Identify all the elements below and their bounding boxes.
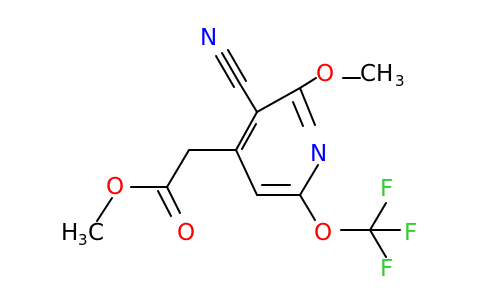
- ring-n-label: N: [310, 141, 327, 167]
- bond-c3-c4-outer: [235, 111, 258, 151]
- bond-o-ester-ch3: [96, 197, 113, 222]
- f-bottom-label: F: [380, 256, 393, 282]
- ester-o-single-label: O: [106, 174, 124, 200]
- bond-carbonyl-o-double-1: [166, 186, 181, 214]
- methoxy-ch3-label: CH: [360, 61, 393, 87]
- ester-ch3-c-label: C: [88, 220, 104, 246]
- bond-cn-triple-2: [215, 55, 235, 88]
- f-right-label: F: [404, 220, 417, 246]
- ocf3-o-label: O: [314, 220, 332, 246]
- trifluoromethoxy-group: O F F F: [299, 176, 417, 282]
- methoxy-group: O CH 3: [299, 61, 405, 90]
- bond-carbonyl-o-double-2: [157, 190, 172, 217]
- bond-c5-c4: [235, 149, 258, 196]
- bond-n1-c6: [299, 164, 319, 196]
- bond-c2-n1-outer: [299, 87, 316, 126]
- bond-cn-triple-1: [221, 52, 241, 85]
- nitrile-group: N: [200, 25, 258, 113]
- bond-c3-cn: [239, 83, 258, 113]
- bond-ch2-carbonyl: [166, 149, 190, 188]
- ester-ch3-h-label: H: [61, 220, 78, 246]
- nitrile-n-label: N: [200, 25, 217, 51]
- bond-c2-o: [299, 77, 317, 89]
- bond-c3-c4-inner: [241, 123, 257, 150]
- bond-c3-c2: [256, 87, 301, 113]
- methoxy-ch3-subscript: 3: [395, 72, 405, 90]
- methyl-acetate-group: O O H 3 C: [61, 149, 237, 249]
- methoxy-o-label: O: [316, 61, 334, 87]
- bond-cn-triple-3: [227, 49, 247, 82]
- bond-c-f-top: [369, 202, 387, 231]
- ester-ch3-subscript: 3: [78, 231, 88, 249]
- pyridine-ring: [235, 87, 319, 196]
- bond-c-f-bottom: [369, 229, 387, 258]
- f-top-label: F: [380, 176, 393, 202]
- bond-c6-o: [299, 194, 316, 221]
- bond-c2-n1-inner: [292, 101, 304, 127]
- ester-o-double-label: O: [177, 220, 195, 246]
